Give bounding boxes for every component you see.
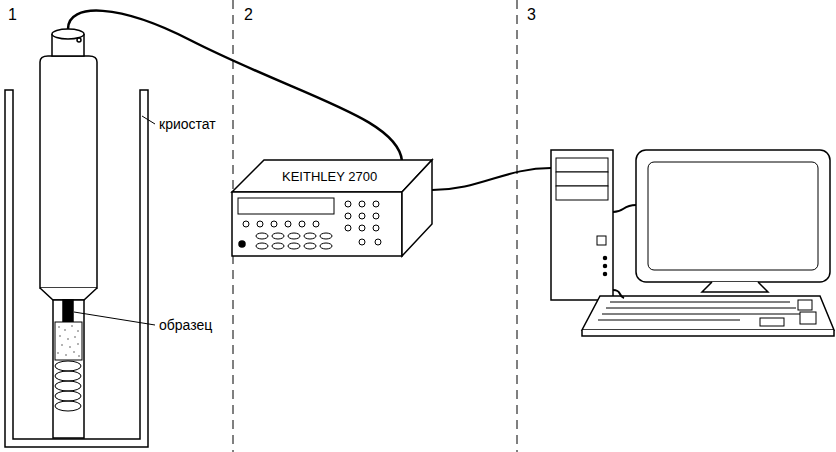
computer-keyboard: [582, 296, 834, 336]
cable: [432, 168, 551, 190]
section-number: 1: [8, 6, 17, 24]
multimeter-body: [232, 160, 432, 256]
computer-tower: [551, 150, 613, 300]
cable: [613, 205, 636, 212]
cable: [68, 11, 402, 161]
part-label: криостат: [159, 116, 216, 132]
part-label: образец: [159, 317, 212, 333]
probe: [40, 29, 97, 438]
cable: [613, 290, 624, 298]
device-label: KEITHLEY 2700: [282, 169, 377, 184]
section-divider: [517, 0, 518, 452]
leader-line: [142, 116, 155, 124]
computer-monitor: [636, 150, 830, 292]
section-number: 3: [527, 6, 536, 24]
leader-line: [74, 312, 155, 325]
section-number: 2: [244, 6, 253, 24]
device-panel: KEITHLEY 2700: [278, 167, 381, 186]
